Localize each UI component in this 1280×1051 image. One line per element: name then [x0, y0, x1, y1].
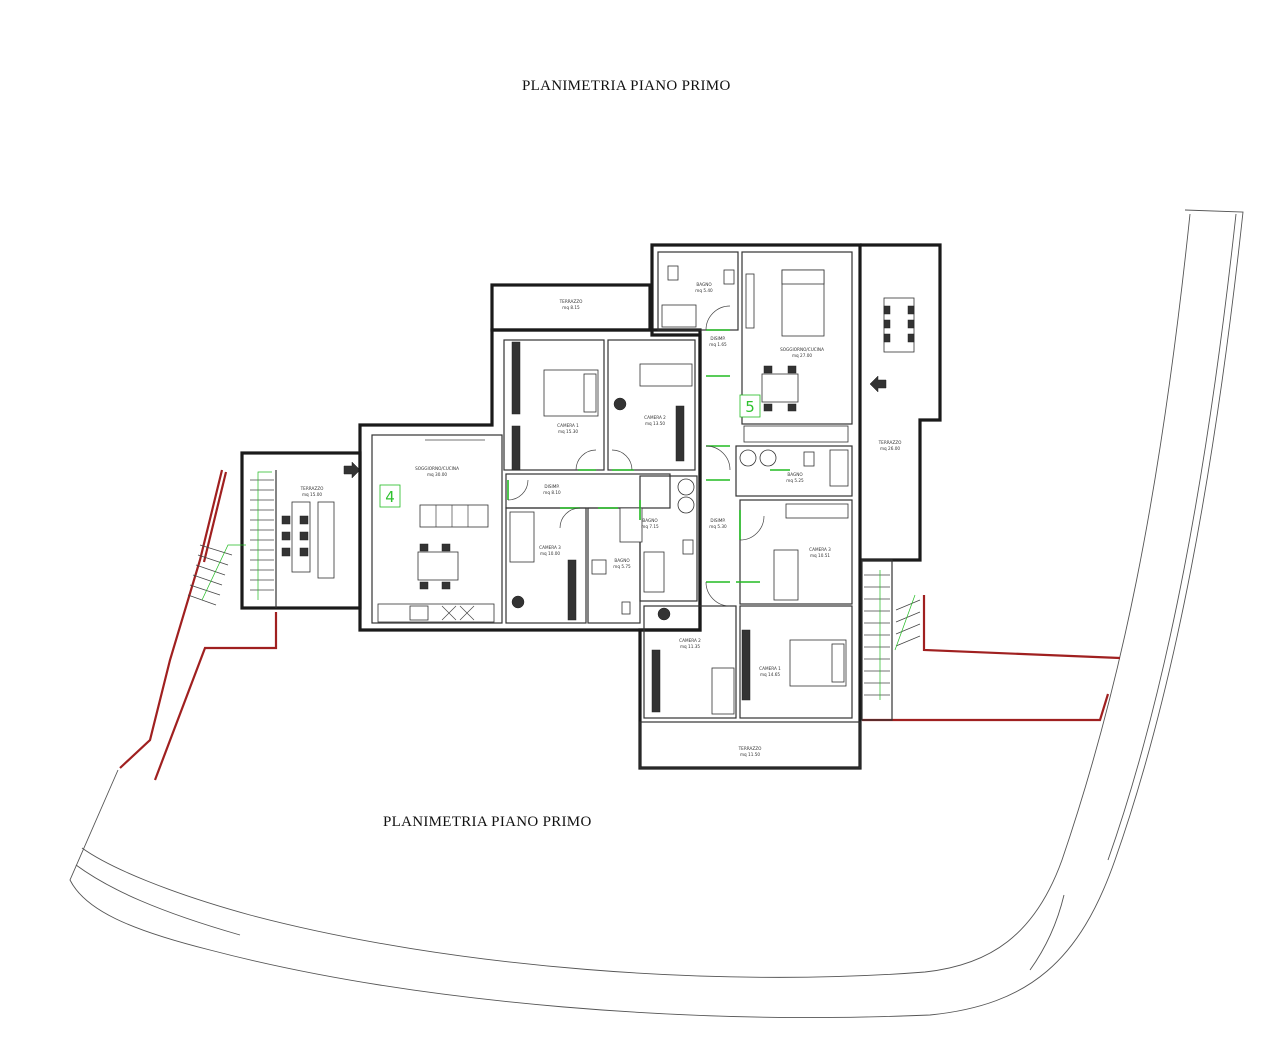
soggiorno-5-area: mq 27.00: [792, 353, 812, 358]
page-title-bottom: PLANIMETRIA PIANO PRIMO: [383, 814, 592, 830]
apartment-5: TERRAZZO mq 11.50 BAGNO mq 5.40 DISIMP. …: [638, 243, 942, 770]
disimp-5b-area: mq 5.30: [709, 524, 727, 529]
camera1-5-name: CAMERA 1: [759, 666, 781, 671]
apartment-4: TERRAZZO mq 8.15 4 SOGGIORNO/CUCINA mq 3…: [358, 283, 702, 632]
disimp-5a-name: DISIMP.: [710, 336, 725, 341]
bagno1-4-name: BAGNO: [642, 518, 658, 523]
bagno1-4-area: mq 7.15: [641, 524, 659, 529]
camera2-5-name: CAMERA 2: [679, 638, 701, 643]
terrace-left: TERRAZZO mq 15.00: [187, 451, 362, 610]
camera2-4-area: mq 13.50: [645, 421, 665, 426]
disimp-4-area: mq 8.10: [543, 490, 561, 495]
unit-4-label: 4: [385, 488, 395, 506]
camera3-5-name: CAMERA 3: [809, 547, 831, 552]
terrazzo-right-area: mq 26.00: [880, 446, 900, 451]
bagno2-4-name: BAGNO: [614, 558, 630, 563]
bagno-5a-area: mq 5.40: [695, 288, 713, 293]
bagno-5a-name: BAGNO: [696, 282, 712, 287]
terrazzo-left-area: mq 15.00: [302, 492, 322, 497]
terrazzo-bottom-area: mq 11.50: [740, 752, 760, 757]
terrazzo-bottom-name: TERRAZZO: [738, 746, 762, 751]
unit-5-label: 5: [745, 398, 755, 416]
camera3-5-area: mq 10.51: [810, 553, 830, 558]
soggiorno-5-name: SOGGIORNO/CUCINA: [780, 347, 824, 352]
soggiorno-4-name: SOGGIORNO/CUCINA: [415, 466, 459, 471]
camera3-4-name: CAMERA 3: [539, 545, 561, 550]
terrazzo-top-name: TERRAZZO: [559, 299, 583, 304]
disimp-5a-area: mq 1.65: [709, 342, 727, 347]
camera2-5-area: mq 11.35: [680, 644, 700, 649]
bagno2-4-area: mq 5.75: [613, 564, 631, 569]
driveway: [69, 209, 1244, 1018]
disimp-5b-name: DISIMP.: [710, 518, 725, 523]
disimp-4-name: DISIMP.: [544, 484, 559, 489]
camera2-4-name: CAMERA 2: [644, 415, 666, 420]
camera3-4-area: mq 10.00: [540, 551, 560, 556]
camera1-5-area: mq 14.65: [760, 672, 780, 677]
terrazzo-left-name: TERRAZZO: [300, 486, 324, 491]
page-title-top: PLANIMETRIA PIANO PRIMO: [522, 78, 731, 94]
soggiorno-4-area: mq 30.00: [427, 472, 447, 477]
boundary-walls: [119, 469, 1121, 781]
bagno-5b-area: mq 5.25: [786, 478, 804, 483]
terrazzo-top-area: mq 8.15: [562, 305, 580, 310]
camera1-4-area: mq 15.30: [558, 429, 578, 434]
terrazzo-right-name: TERRAZZO: [878, 440, 902, 445]
bagno-5b-name: BAGNO: [787, 472, 803, 477]
camera1-4-name: CAMERA 1: [557, 423, 579, 428]
